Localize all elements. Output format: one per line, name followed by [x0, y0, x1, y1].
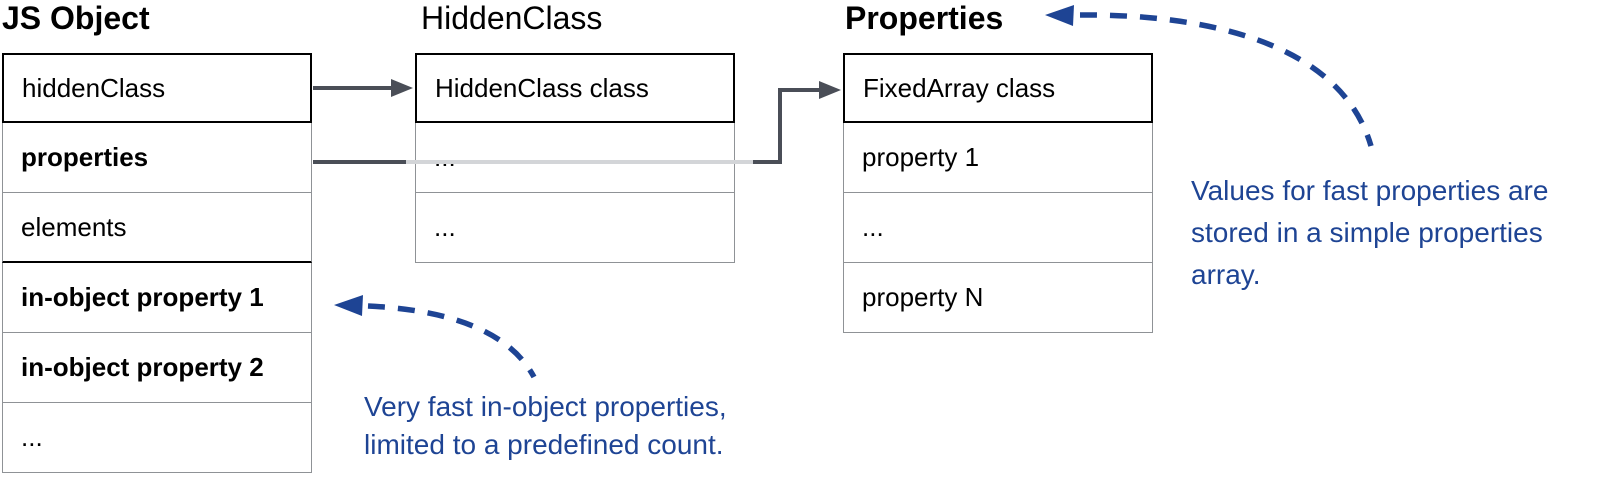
hiddenclass-title: HiddenClass — [421, 0, 603, 36]
row-label: ... — [21, 422, 43, 452]
properties-note-arrowhead-icon — [1045, 5, 1074, 26]
table-row: ... — [415, 193, 735, 263]
in-object-note-dashed-curve — [367, 303, 537, 379]
table-row: elements — [2, 193, 312, 263]
table-row: HiddenClass class — [415, 53, 735, 123]
table-row: properties — [2, 123, 312, 193]
table-row: ... — [843, 193, 1153, 263]
table-row: in-object property 2 — [2, 333, 312, 403]
table-row: property 1 — [843, 123, 1153, 193]
table-row: hiddenClass — [2, 53, 312, 123]
properties-array-note: Values for fast properties are stored in… — [1191, 175, 1549, 290]
row-label: HiddenClass class — [435, 72, 649, 103]
hiddenclass-pointer-arrow — [313, 79, 413, 97]
properties-pointer-line-step — [753, 88, 820, 164]
in-object-properties-note: Very fast in-object properties, limited … — [364, 391, 727, 460]
in-object-note-arrowhead-icon — [334, 295, 363, 316]
row-label: ... — [434, 212, 456, 242]
js-object-title: JS Object — [2, 0, 150, 36]
properties-title: Properties — [845, 0, 1004, 36]
table-row: FixedArray class — [843, 53, 1153, 123]
row-label: elements — [21, 211, 127, 242]
hiddenclass-pointer-arrowhead-icon — [391, 79, 413, 97]
table-row: property N — [843, 263, 1153, 333]
table-row: ... — [2, 403, 312, 473]
properties-pointer-arrowhead-icon — [819, 81, 841, 99]
table-row: in-object property 1 — [2, 263, 312, 333]
row-label: ... — [862, 212, 884, 242]
properties-table: FixedArray class property 1... property N — [843, 53, 1153, 333]
js-object-table: hiddenClass properties elements in-object p… — [2, 53, 312, 473]
row-label: FixedArray class — [863, 72, 1056, 103]
table-row: ... — [415, 123, 735, 193]
row-label: property 1 — [862, 142, 980, 172]
row-label: properties — [21, 142, 149, 172]
row-label: hiddenClass — [22, 72, 166, 103]
row-label: ... — [434, 142, 456, 172]
row-label: property N — [862, 282, 984, 312]
row-label: in-object property 2 — [21, 352, 264, 382]
hiddenclass-table: HiddenClass class...... — [415, 53, 735, 263]
row-label: in-object property 1 — [21, 282, 264, 312]
in-object-note-arrow — [334, 295, 537, 379]
